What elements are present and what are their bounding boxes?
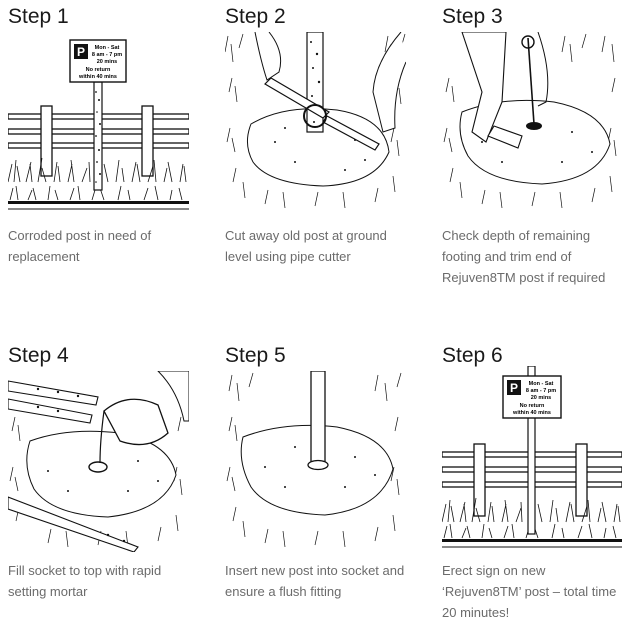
step-caption: Erect sign on new ‘Rejuven8TM’ post – to… bbox=[442, 563, 617, 620]
sign-no-return: No return bbox=[86, 67, 111, 73]
sign-within: within 40 mins bbox=[512, 410, 551, 416]
erected-sign-illustration: P Mon - Sat 8 am - 7 pm 20 mins No retur… bbox=[442, 366, 622, 552]
step-title: Step 6 bbox=[442, 344, 503, 367]
insert-post-illustration bbox=[225, 371, 406, 552]
step-title: Step 2 bbox=[225, 5, 286, 28]
sign-duration: 20 mins bbox=[531, 395, 551, 401]
sign-duration: 20 mins bbox=[97, 59, 117, 65]
step-caption: Cut away old post at ground level using … bbox=[225, 228, 387, 264]
step-caption: Check depth of remaining footing and tri… bbox=[442, 228, 606, 285]
sign-hours: 8 am - 7 pm bbox=[92, 52, 122, 58]
step-title: Step 1 bbox=[8, 5, 69, 28]
step-title: Step 5 bbox=[225, 344, 286, 367]
pipe-cutter-illustration bbox=[225, 32, 406, 213]
step-title: Step 4 bbox=[8, 344, 69, 367]
parking-symbol: P bbox=[77, 45, 85, 59]
sign-days: Mon - Sat bbox=[95, 45, 120, 51]
corroded-post-illustration: P Mon - Sat 8 am - 7 pm 20 mins No retur… bbox=[8, 32, 189, 213]
step-caption: Insert new post into socket and ensure a… bbox=[225, 563, 405, 599]
sign-days: Mon - Sat bbox=[529, 381, 554, 387]
check-depth-illustration bbox=[442, 32, 623, 213]
sign-within: within 40 mins bbox=[78, 74, 117, 80]
step-caption: Fill socket to top with rapid setting mo… bbox=[8, 563, 162, 599]
step-caption: Corroded post in need of replacement bbox=[8, 228, 152, 264]
sign-no-return: No return bbox=[520, 403, 545, 409]
sign-hours: 8 am - 7 pm bbox=[526, 388, 556, 394]
fill-mortar-illustration bbox=[8, 371, 189, 552]
step-title: Step 3 bbox=[442, 5, 503, 28]
parking-symbol: P bbox=[510, 381, 518, 395]
